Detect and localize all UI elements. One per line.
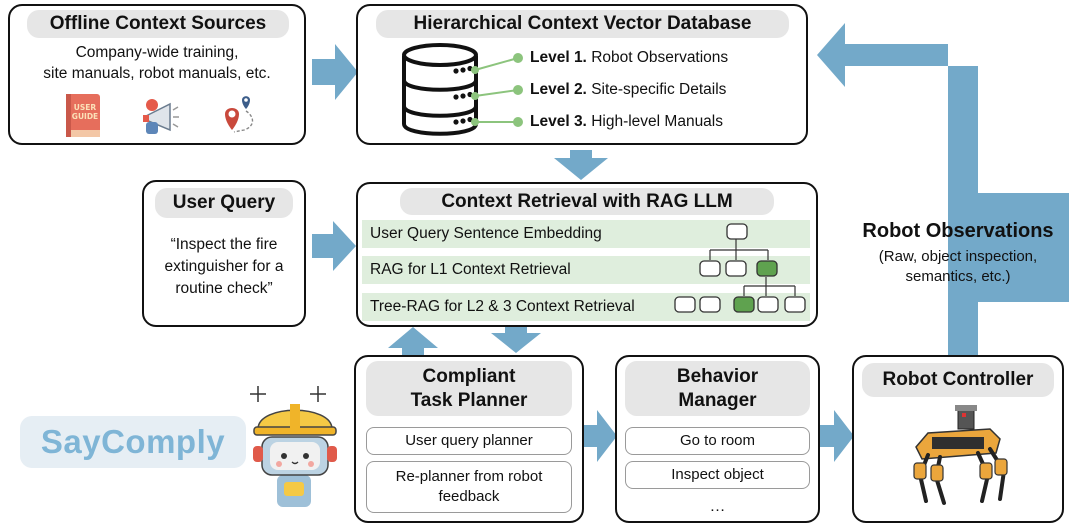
context-retrieval-title: Context Retrieval with RAG LLM	[400, 188, 774, 215]
offline-sources-title: Offline Context Sources	[27, 10, 289, 38]
task-planner-title-1: Compliant	[422, 366, 516, 387]
user-query-title: User Query	[155, 188, 293, 218]
arrow-offline-to-database	[312, 44, 358, 100]
level-3-tag: Level 3.	[530, 113, 587, 130]
book-label-guide: GUIDE	[72, 112, 98, 121]
user-query-line-1: “Inspect the fire	[170, 236, 278, 253]
arrow-planner-to-retrieval	[388, 327, 438, 355]
arrow-retrieval-to-planner	[491, 327, 541, 353]
level-3-text: High-level Manuals	[591, 113, 723, 130]
replanner-item: Re-planner from robot feedback	[366, 461, 572, 513]
offline-sources-desc-1: Company-wide training,	[75, 44, 239, 61]
user-query-line-3: routine check”	[175, 280, 273, 297]
retrieval-row-l2-l3: Tree-RAG for L2 & 3 Context Retrieval	[362, 293, 810, 321]
arrow-database-to-retrieval	[554, 150, 608, 180]
behavior-ellipsis: …	[709, 498, 726, 515]
level-2-text: Site-specific Details	[591, 81, 727, 98]
level-connectors	[471, 53, 523, 127]
quadruped-robot-icon	[913, 405, 1008, 505]
behavior-manager-title-2: Manager	[678, 390, 757, 411]
robot-observations-line-2: semantics, etc.)	[905, 268, 1011, 285]
replanner-item-line-2: feedback	[438, 488, 500, 505]
arrow-planner-to-behavior	[584, 410, 617, 462]
behavior-manager-title-badge	[625, 361, 810, 416]
saycomply-brand-badge	[20, 416, 246, 468]
robot-observations-title: Robot Observations	[862, 220, 1054, 242]
retrieval-row-embedding: User Query Sentence Embedding	[362, 220, 810, 248]
arrow-behavior-to-controller	[820, 410, 854, 462]
level-1-tag: Level 1.	[530, 49, 587, 66]
level-2-tag: Level 2.	[530, 81, 587, 98]
database-level-3: Level 3. High-level Manuals	[530, 113, 723, 131]
task-planner-title-2: Task Planner	[410, 390, 528, 411]
inspect-object-item: Inspect object	[625, 461, 810, 489]
level-1-text: Robot Observations	[591, 49, 729, 66]
go-to-room-item: Go to room	[625, 427, 810, 455]
arrow-observations-loop	[817, 23, 1069, 355]
task-planner-title-badge	[366, 361, 572, 416]
robot-controller-title: Robot Controller	[862, 363, 1054, 397]
arrow-query-to-retrieval	[312, 221, 356, 271]
user-query-planner-item: User query planner	[366, 427, 572, 455]
vector-database-title: Hierarchical Context Vector Database	[376, 10, 789, 38]
replanner-item-line-1: Re-planner from robot	[395, 467, 543, 485]
retrieval-tree-icon	[674, 223, 806, 313]
book-label-user: USER	[74, 103, 97, 112]
behavior-manager-title-1: Behavior	[676, 366, 759, 387]
saycomply-brand-name: SayComply	[40, 423, 226, 460]
robot-worker-mascot-icon	[250, 386, 337, 507]
map-route-pin-icon	[225, 96, 254, 133]
megaphone-icon	[143, 99, 179, 134]
user-guide-book-icon: USER GUIDE	[66, 94, 100, 137]
robot-observations-line-1: (Raw, object inspection,	[878, 248, 1038, 265]
user-query-line-2: extinguisher for a	[164, 258, 284, 275]
database-level-2: Level 2. Site-specific Details	[530, 81, 726, 99]
database-level-1: Level 1. Robot Observations	[530, 49, 728, 67]
offline-sources-desc-2: site manuals, robot manuals, etc.	[43, 65, 271, 82]
